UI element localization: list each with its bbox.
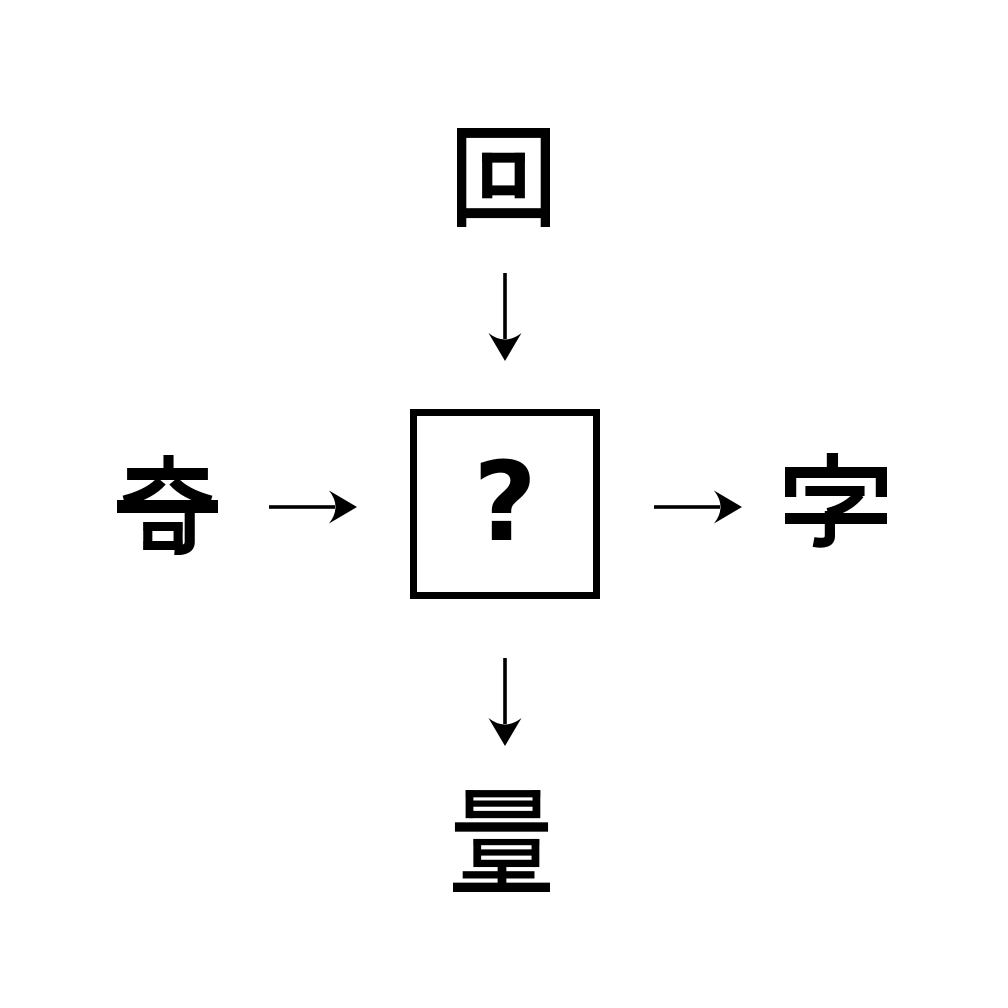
- kanji-bottom-glyph-icon: [453, 790, 550, 892]
- kanji-left-glyph-icon: [117, 455, 218, 555]
- arrow-right-icon: [269, 490, 357, 524]
- kanji-left: 奇: [117, 455, 218, 555]
- kanji-right: 字: [785, 453, 887, 553]
- kanji-bottom: 量: [453, 788, 550, 892]
- question-mark: ?: [473, 438, 537, 566]
- kanji-top: 回: [457, 128, 550, 227]
- kanji-right-glyph-icon: [785, 453, 887, 548]
- arrow-right-icon: [654, 490, 742, 524]
- kanji-top-glyph-icon: [457, 128, 550, 227]
- arrow-down-icon: [488, 658, 522, 746]
- arrow-down-icon: [488, 273, 522, 361]
- answer-box: ?: [410, 409, 600, 599]
